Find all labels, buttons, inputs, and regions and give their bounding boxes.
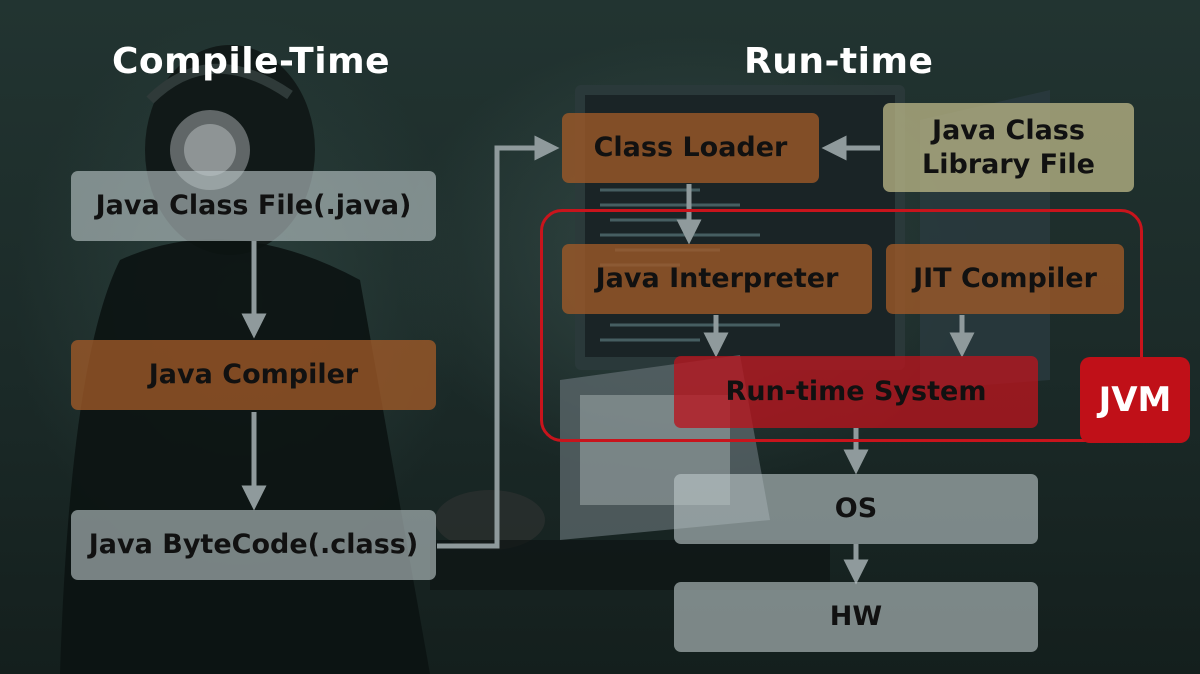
- hw-box: HW: [674, 582, 1038, 652]
- java-class-file-box: Java Class File(.java): [71, 171, 436, 241]
- java-bytecode-label: Java ByteCode(.class): [88, 529, 419, 561]
- java-class-library-line1: Java Class: [932, 114, 1085, 146]
- hw-label: HW: [829, 601, 883, 633]
- jit-compiler-box: JIT Compiler: [886, 244, 1124, 314]
- runtime-system-box: Run-time System: [674, 356, 1038, 428]
- jvm-label: JVM: [1098, 380, 1172, 420]
- java-bytecode-box: Java ByteCode(.class): [71, 510, 436, 580]
- runtime-system-label: Run-time System: [725, 376, 987, 408]
- jit-compiler-label: JIT Compiler: [913, 263, 1097, 295]
- class-loader-label: Class Loader: [593, 132, 788, 164]
- java-class-library-line2: Library File: [922, 148, 1095, 180]
- java-compiler-box: Java Compiler: [71, 340, 436, 410]
- java-class-file-label: Java Class File(.java): [95, 190, 412, 222]
- java-interpreter-box: Java Interpreter: [562, 244, 872, 314]
- java-compiler-label: Java Compiler: [148, 359, 359, 391]
- class-loader-box: Class Loader: [562, 113, 819, 183]
- jvm-boundary: [540, 209, 1143, 442]
- os-box: OS: [674, 474, 1038, 544]
- jvm-badge: JVM: [1080, 357, 1190, 443]
- compile-time-heading: Compile-Time: [112, 41, 391, 82]
- arrow-bytecode-to-classloader: [437, 135, 560, 549]
- run-time-heading: Run-time: [744, 41, 934, 82]
- os-label: OS: [834, 493, 878, 525]
- java-interpreter-label: Java Interpreter: [595, 263, 839, 295]
- java-class-library-box: Java Class Library File: [883, 103, 1134, 192]
